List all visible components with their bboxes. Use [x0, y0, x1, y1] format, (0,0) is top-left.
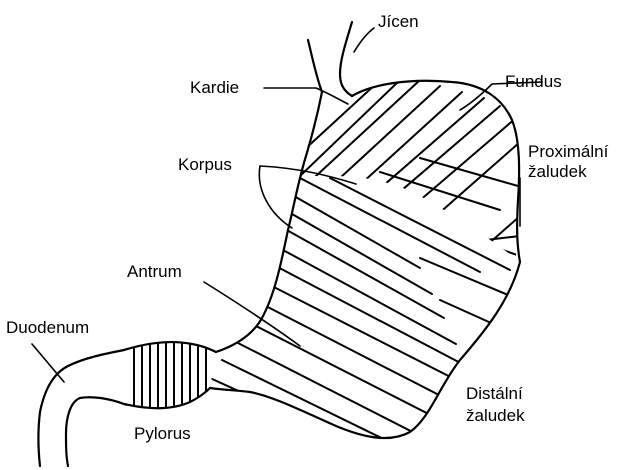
label-distal-line1: Distální: [466, 384, 523, 404]
label-fundus: Fundus: [505, 72, 562, 92]
label-proximal-line1: Proximální: [528, 142, 608, 162]
label-antrum: Antrum: [127, 262, 182, 282]
label-kardie: Kardie: [190, 78, 239, 98]
leader-lines: [32, 28, 542, 382]
leader-jicen: [354, 28, 374, 52]
leader-antrum: [204, 282, 300, 346]
label-pylorus: Pylorus: [134, 424, 191, 444]
leader-kardie: [264, 88, 348, 104]
pylorus-hatching: [134, 340, 206, 412]
leader-korpus-curve: [259, 166, 292, 228]
label-korpus: Korpus: [178, 155, 232, 175]
pylorus-outline-top: [124, 342, 216, 352]
label-distal-line2: žaludek: [466, 406, 525, 426]
label-jicen: Jícen: [378, 12, 419, 32]
leader-duodenum: [32, 344, 64, 382]
label-duodenum: Duodenum: [6, 318, 89, 338]
label-proximal-line2: žaludek: [528, 162, 587, 182]
esophagus: [308, 22, 352, 96]
